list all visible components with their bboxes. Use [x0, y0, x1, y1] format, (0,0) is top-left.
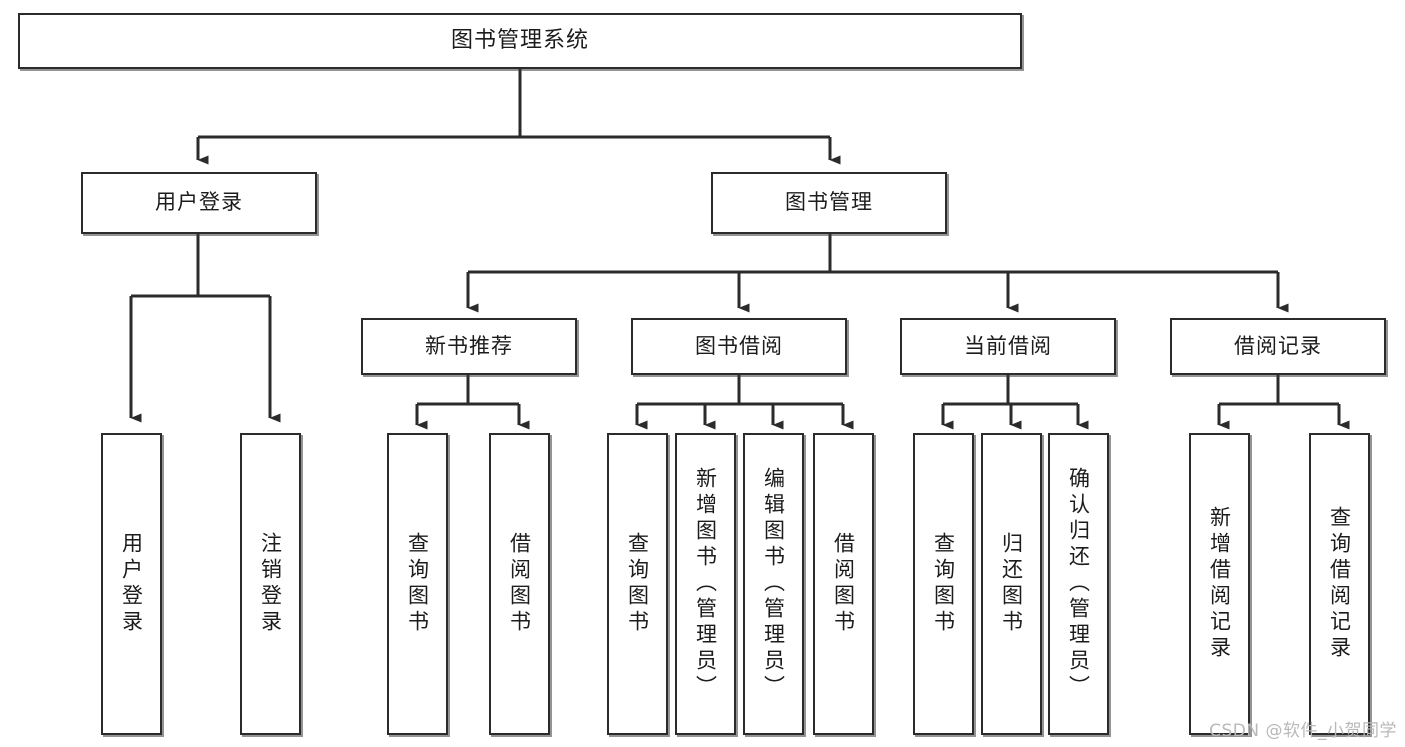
node-label: 注销登录	[258, 532, 283, 636]
node-label: 查询图书	[405, 532, 430, 636]
node-book-borrow[interactable]: 图书借阅	[631, 318, 847, 375]
leaf-br-query-record[interactable]: 查询借阅记录	[1309, 433, 1370, 735]
leaf-bb-edit-book[interactable]: 编辑图书（管理员）	[743, 433, 804, 735]
leaf-user-login[interactable]: 用户登录	[101, 433, 162, 735]
leaf-br-add-record[interactable]: 新增借阅记录	[1189, 433, 1250, 735]
leaf-bb-add-book[interactable]: 新增图书（管理员）	[675, 433, 736, 735]
leaf-bb-borrow-book[interactable]: 借阅图书	[813, 433, 874, 735]
leaf-bb-query-book[interactable]: 查询图书	[607, 433, 668, 735]
leaf-nb-query-book[interactable]: 查询图书	[387, 433, 448, 735]
leaf-logout[interactable]: 注销登录	[240, 433, 301, 735]
node-label: 借阅图书	[507, 532, 532, 636]
node-label: 用户登录	[119, 532, 144, 636]
node-label: 确认归还（管理员）	[1066, 467, 1091, 701]
node-label: 归还图书	[999, 532, 1024, 636]
node-label: 用户登录	[155, 190, 243, 215]
csdn-watermark: CSDN @软件_小贺同学	[1209, 721, 1397, 741]
node-root-book-management-system[interactable]: 图书管理系统	[18, 13, 1022, 69]
node-current-borrow[interactable]: 当前借阅	[900, 318, 1116, 375]
node-borrow-record[interactable]: 借阅记录	[1170, 318, 1386, 375]
node-label: 借阅记录	[1234, 333, 1322, 358]
node-label: 查询借阅记录	[1327, 506, 1352, 662]
node-label: 图书管理系统	[450, 27, 589, 53]
leaf-cb-return-book[interactable]: 归还图书	[981, 433, 1042, 735]
node-label: 查询图书	[931, 532, 956, 636]
node-label: 借阅图书	[831, 532, 856, 636]
node-label: 编辑图书（管理员）	[761, 467, 786, 701]
node-book-management[interactable]: 图书管理	[711, 172, 947, 234]
node-label: 图书借阅	[695, 333, 783, 358]
leaf-cb-confirm-return[interactable]: 确认归还（管理员）	[1048, 433, 1109, 735]
node-label: 新增借阅记录	[1207, 506, 1232, 662]
node-new-book-recommend[interactable]: 新书推荐	[361, 318, 577, 375]
node-label: 新书推荐	[425, 333, 513, 358]
leaf-cb-query-book[interactable]: 查询图书	[913, 433, 974, 735]
node-label: 图书管理	[785, 190, 873, 215]
leaf-nb-borrow-book[interactable]: 借阅图书	[489, 433, 550, 735]
node-label: 新增图书（管理员）	[693, 467, 718, 701]
node-label: 当前借阅	[964, 333, 1052, 358]
node-label: 查询图书	[625, 532, 650, 636]
node-user-login[interactable]: 用户登录	[81, 172, 317, 234]
